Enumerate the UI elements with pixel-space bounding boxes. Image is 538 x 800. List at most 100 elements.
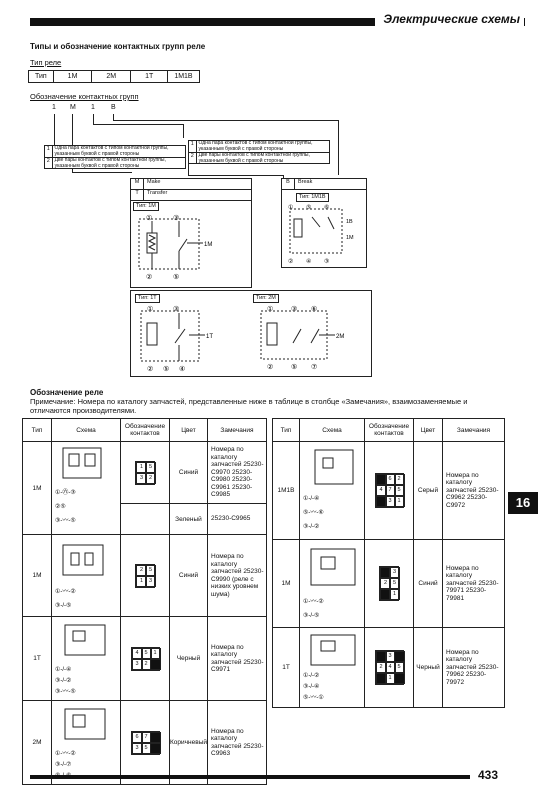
cell-color: Черный (169, 616, 208, 701)
pin: 6 (384, 474, 396, 485)
pin-block: 2 5 1 3 (135, 563, 156, 588)
table-row: 1M ①-㊅-③ ②⑤ ③-〰-⑤ 1 5 3 2 Синий Номера п… (22, 441, 267, 535)
cell-type: 1T (22, 616, 52, 701)
cell-remarks: Номера по каталогу запчастей 25230-C9990… (207, 534, 267, 617)
scheme-cell: ①-/-④ ③-/-② ③-〰-⑤ (51, 616, 121, 701)
b-val-break: Break (298, 179, 313, 185)
svg-text:①: ① (267, 305, 273, 313)
legend-left-text1: Одна пара контактов с типом контактной г… (54, 145, 169, 157)
svg-text:①-〰-②: ①-〰-② (55, 750, 76, 757)
svg-text:③-/-⑤: ③-/-⑤ (55, 602, 71, 609)
pins-cell: 6 2 4 7 5 3 1 (364, 441, 414, 540)
diagram-1m1b-title: Тип: 1M1B (296, 193, 329, 202)
svg-text:②: ② (267, 363, 273, 371)
cell-type: 1M (272, 539, 300, 628)
svg-text:1M: 1M (346, 235, 354, 241)
cell-remarks: Номера по каталогу запчастей 25230-C9962… (442, 441, 505, 540)
pin-block: 1 5 3 2 (135, 460, 156, 485)
svg-text:③: ③ (291, 305, 297, 313)
cell-color: Зеленый (169, 503, 208, 535)
mt-val-transfer: Transfer (147, 190, 168, 196)
legend-left-box: 1 Одна пара контактов с типом контактной… (44, 145, 186, 169)
svg-text:①: ① (147, 305, 153, 313)
cell-remarks: Номера по каталогу запчастей 25230-79971… (442, 539, 505, 628)
pin: 5 (145, 461, 156, 473)
relay-types-table: Тип 1M 2M 1T 1M1B (28, 70, 200, 83)
pins-cell (120, 503, 170, 535)
pin: 3 (131, 742, 143, 754)
svg-text:⑤: ⑤ (173, 273, 179, 281)
th-remarks: Замечания (442, 418, 505, 442)
legend-right-text1: Одна пара контактов с типом контактной г… (198, 140, 313, 152)
diagram-1t-title: Тип: 1T (135, 294, 160, 303)
pin: 3 (384, 496, 396, 507)
svg-text:2M: 2M (336, 334, 344, 340)
table-row: 1T ①-/-② ③-/-④ ⑤-〰-① 3 2 4 5 1 (272, 627, 505, 708)
legend-left-n1: 1 (45, 146, 53, 157)
types-cell: 1M (52, 70, 93, 83)
pins-cell: 2 5 1 3 (120, 534, 170, 617)
scheme-cell: ①-/-② ③-/-④ ⑤-〰-① (299, 627, 365, 708)
svg-text:⑤-〰-①: ⑤-〰-① (303, 694, 324, 701)
svg-text:①: ① (288, 204, 293, 211)
cell-color: Серый (413, 441, 443, 540)
svg-text:⑤: ⑤ (163, 365, 169, 373)
designation-label: Обозначение контактных групп (30, 92, 139, 101)
cell-type: 2M (22, 700, 52, 785)
header-title: Электрические схемы (375, 12, 524, 26)
types-cell: Тип (28, 70, 54, 83)
cell-type: 1M (22, 441, 52, 535)
pin: 4 (131, 647, 143, 659)
cell-remarks: Номера по каталогу запчастей 25230-C9971 (207, 616, 267, 701)
pin: 2 (375, 662, 387, 673)
svg-text:③-/-⑤: ③-/-⑤ (303, 612, 319, 619)
b-key: B (282, 179, 295, 189)
relay-1m-scheme: ①-㊅-③ ②⑤ ③-〰-⑤ (55, 447, 102, 524)
svg-text:①-〰-②: ①-〰-② (55, 588, 76, 595)
mt-key-t: T (131, 190, 144, 200)
table-row: 1M ①-〰-② ③-/-⑤ 2 5 1 3 Синий Номера по к… (22, 534, 267, 617)
code-digit-2: 1 (91, 104, 95, 111)
pin-block: 3 2 5 1 (379, 566, 400, 601)
cell-remarks: Номера по каталогу запчастей 25230-79962… (442, 627, 505, 708)
code-letter-m: M (70, 104, 76, 111)
th-contacts: Обозначение контактов (120, 418, 170, 442)
scheme-cell: ①-/-④ ⑤-〰-⑥ ③-/-② (299, 441, 365, 540)
pin: 5 (393, 485, 405, 496)
pin: 5 (140, 647, 152, 659)
pins-cell: 4 5 1 3 2 (120, 616, 170, 701)
legend-right-n1: 1 (189, 141, 197, 152)
pin: 1 (389, 589, 400, 600)
diagram-2m-title: Тип: 2M (253, 294, 279, 303)
svg-text:⑦: ⑦ (311, 363, 317, 371)
svg-text:③-/-②: ③-/-② (303, 523, 319, 530)
table-row: 1T ①-/-④ ③-/-② ③-〰-⑤ 4 5 1 3 2 Черный Но… (22, 616, 267, 701)
svg-text:①: ① (146, 214, 152, 222)
pin: 2 (393, 474, 405, 485)
pin-block: 4 5 1 3 2 (130, 646, 161, 671)
svg-text:③: ③ (173, 214, 179, 222)
th-scheme: Схема (299, 418, 365, 442)
relay-type-label: Тип реле (30, 58, 62, 67)
relay-2m-scheme: ①-〰-② ③-/-⑦ ⑤-/-⑥ (55, 708, 106, 779)
pin: 3 (145, 575, 156, 587)
pin: 2 (380, 578, 391, 589)
pins-cell: 6 7 3 5 (120, 700, 170, 785)
pin: 1 (149, 647, 161, 659)
svg-text:1T: 1T (206, 334, 213, 340)
pin: 3 (131, 658, 143, 670)
relay-table-left: Тип Схема Обозначение контактов Цвет Зам… (22, 418, 267, 785)
cell-color: Синий (169, 441, 208, 504)
svg-text:1B: 1B (346, 219, 353, 225)
pin: 5 (145, 564, 156, 576)
pins-cell: 1 5 3 2 (120, 441, 170, 504)
svg-text:①-㊅-③: ①-㊅-③ (55, 488, 76, 496)
cell-color: Синий (169, 534, 208, 617)
th-remarks: Замечания (207, 418, 267, 442)
pins-cell: 3 2 5 1 (364, 539, 414, 628)
pin-block: 3 2 4 5 1 (374, 650, 405, 685)
svg-text:③-〰-⑤: ③-〰-⑤ (55, 517, 76, 524)
